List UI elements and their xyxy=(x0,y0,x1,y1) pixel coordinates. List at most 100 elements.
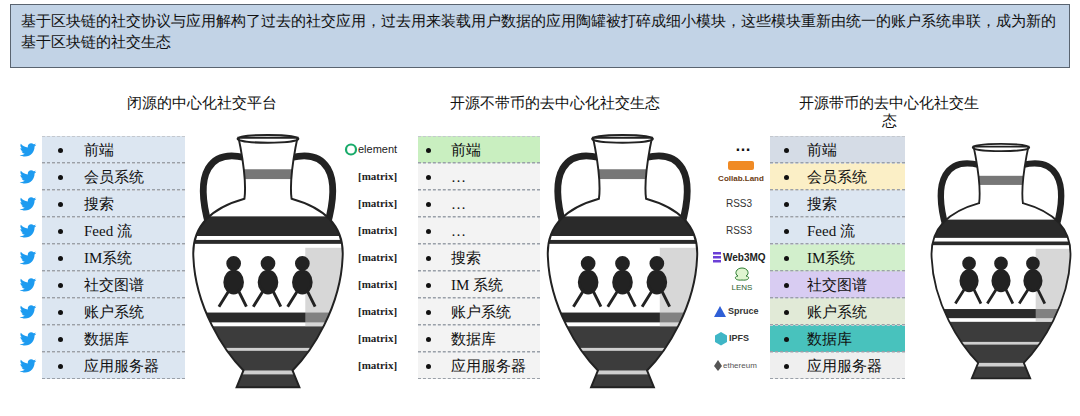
bullet-dot xyxy=(426,256,431,261)
twitter-icons xyxy=(20,143,37,372)
module-label: Feed 流 xyxy=(84,222,132,240)
module-box: 搜索 xyxy=(418,244,540,271)
protocol-name: [matrix] xyxy=(358,170,408,183)
module-box: Feed 流 xyxy=(770,217,905,244)
module-label: 搜索 xyxy=(451,249,481,267)
web3mq-icon xyxy=(713,252,721,263)
bullet-dot xyxy=(426,337,431,342)
protocol-name: Web3MQ xyxy=(723,252,767,264)
module-box: 会员系统 xyxy=(770,163,905,190)
module-label: 数据库 xyxy=(451,330,496,348)
protocol-icons xyxy=(346,145,754,372)
protocol-name: [matrix] xyxy=(358,197,408,210)
protocol-name: [matrix] xyxy=(358,305,408,318)
module-box: 社交图谱 xyxy=(42,271,185,298)
module-label: 账户系统 xyxy=(807,303,867,321)
amphora xyxy=(544,135,701,395)
module-label: 前端 xyxy=(84,141,114,159)
bullet-dot xyxy=(784,175,789,180)
module-box: … xyxy=(418,163,540,190)
bullet-dot xyxy=(784,148,789,153)
module-box: … xyxy=(418,217,540,244)
protocol-name: [matrix] xyxy=(358,278,408,291)
protocol-name: Collab.Land xyxy=(716,174,766,184)
protocol-name: [matrix] xyxy=(358,332,408,345)
module-label: … xyxy=(451,222,466,240)
module-box: 数据库 xyxy=(418,325,540,352)
module-label: IM系统 xyxy=(84,249,132,267)
bullet-dot xyxy=(58,364,63,369)
bullet-dot xyxy=(426,310,431,315)
module-box: 应用服务器 xyxy=(42,352,185,379)
protocol-name: [matrix] xyxy=(358,224,408,237)
module-label: … xyxy=(451,168,466,186)
module-label: 前端 xyxy=(807,141,837,159)
protocol-name: LENS xyxy=(726,283,758,293)
protocol-name: IPFS xyxy=(729,333,765,344)
module-box: 搜索 xyxy=(42,190,185,217)
module-box: 应用服务器 xyxy=(418,352,540,379)
module-label: IM系统 xyxy=(807,249,855,267)
bullet-dot xyxy=(426,148,431,153)
bullet-dot xyxy=(784,364,789,369)
bullet-dot xyxy=(58,148,63,153)
module-box: 前端 xyxy=(418,136,540,163)
bullet-dot xyxy=(426,364,431,369)
bullet-dot xyxy=(58,175,63,180)
bullet-dot xyxy=(58,337,63,342)
module-box: 账户系统 xyxy=(770,298,905,325)
module-label: 数据库 xyxy=(84,330,129,348)
bullet-dot xyxy=(784,337,789,342)
module-box: Feed 流 xyxy=(42,217,185,244)
module-box: IM 系统 xyxy=(418,271,540,298)
protocol-name: Spruce xyxy=(728,306,768,317)
module-label: 社交图谱 xyxy=(807,276,867,294)
module-box: IM系统 xyxy=(770,244,905,271)
module-label: 账户系统 xyxy=(451,303,511,321)
module-label: 社交图谱 xyxy=(84,276,144,294)
module-box: 前端 xyxy=(42,136,185,163)
column-heading: 开源带币的去中心化社交生态 xyxy=(793,94,985,130)
module-label: 会员系统 xyxy=(807,168,867,186)
protocol-name: … xyxy=(728,136,758,155)
bullet-dot xyxy=(426,202,431,207)
module-box: 前端 xyxy=(770,136,905,163)
module-label: IM 系统 xyxy=(451,276,503,294)
module-box: 应用服务器 xyxy=(770,352,905,379)
module-box: … xyxy=(418,190,540,217)
protocol-name: element xyxy=(358,143,408,156)
collab-icon xyxy=(728,161,754,170)
module-box: 账户系统 xyxy=(418,298,540,325)
element-icon xyxy=(346,145,356,155)
bullet-dot xyxy=(784,310,789,315)
column-heading: 开源不带币的去中心化社交生态 xyxy=(420,94,690,112)
module-label: 会员系统 xyxy=(84,168,144,186)
module-box: 账户系统 xyxy=(42,298,185,325)
module-label: … xyxy=(451,195,466,213)
bullet-dot xyxy=(426,283,431,288)
module-label: 数据库 xyxy=(807,330,852,348)
bullet-dot xyxy=(784,256,789,261)
module-label: 应用服务器 xyxy=(84,357,159,375)
bullet-dot xyxy=(784,283,789,288)
module-box: 社交图谱 xyxy=(770,271,905,298)
protocol-name: [matrix] xyxy=(358,251,408,264)
module-label: 搜索 xyxy=(807,195,837,213)
bullet-dot xyxy=(58,283,63,288)
module-box: 数据库 xyxy=(770,325,905,352)
protocol-name: [matrix] xyxy=(358,359,408,372)
ethereum-icon xyxy=(714,360,722,371)
ipfs-icon xyxy=(715,332,727,346)
lens-icon xyxy=(735,268,748,280)
bullet-dot xyxy=(784,229,789,234)
module-label: 前端 xyxy=(451,141,481,159)
module-label: 账户系统 xyxy=(84,303,144,321)
protocol-name: RSS3 xyxy=(716,225,762,237)
module-label: Feed 流 xyxy=(807,222,855,240)
title-banner: 基于区块链的社交协议与应用解构了过去的社交应用，过去用来装载用户数据的应用陶罐被… xyxy=(10,4,1070,68)
amphora xyxy=(928,144,1074,386)
amphora xyxy=(189,135,346,395)
bullet-dot xyxy=(58,310,63,315)
module-label: 搜索 xyxy=(84,195,114,213)
protocol-name: RSS3 xyxy=(716,198,762,210)
